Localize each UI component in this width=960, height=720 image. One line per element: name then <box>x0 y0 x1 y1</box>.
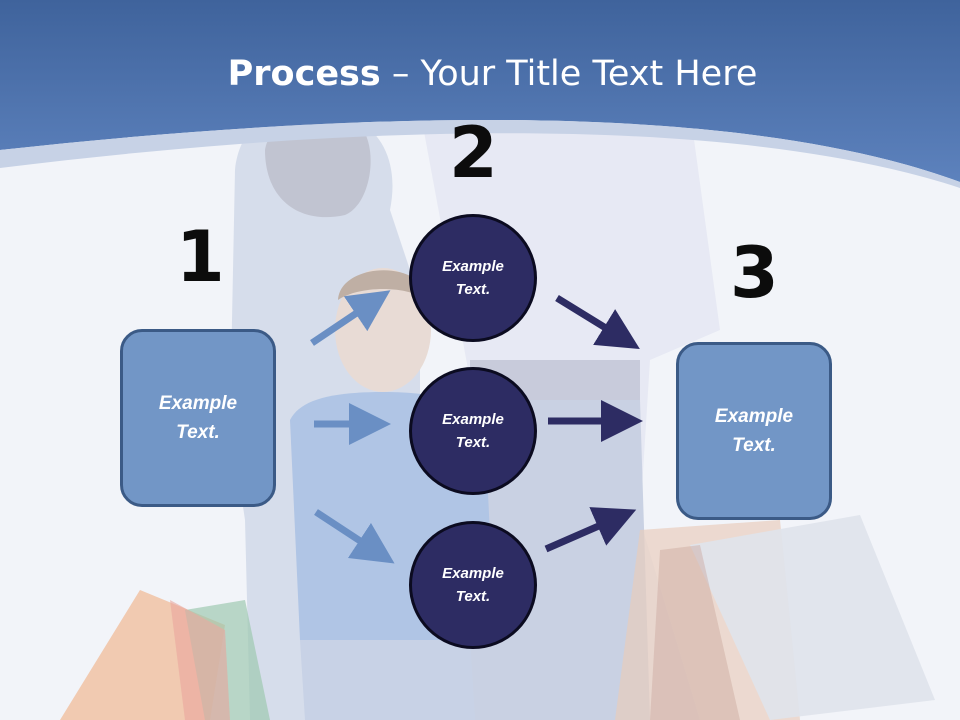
step-number-1: 1 <box>176 216 225 298</box>
arrow-right-icon <box>310 290 391 346</box>
step-2-circle-middle[interactable]: Example Text. <box>409 367 537 495</box>
step-number-2: 2 <box>449 112 498 194</box>
background-photo <box>60 107 935 720</box>
header-band <box>0 0 960 182</box>
circle-top-text: Example Text. <box>442 258 504 298</box>
arrow-right-icon <box>555 295 640 350</box>
step-2-circle-bottom[interactable]: Example Text. <box>409 521 537 649</box>
step-1-text: Example Text. <box>158 393 238 443</box>
arrow-right-icon <box>314 509 395 564</box>
step-3-box[interactable]: Example Text. <box>676 342 832 520</box>
circle-middle-text: Example Text. <box>442 411 504 451</box>
circle-bottom-text: Example Text. <box>442 565 504 605</box>
title-bold: Process <box>227 54 381 94</box>
page-title: Process – Your Title Text Here <box>0 52 960 96</box>
step-3-text: Example Text. <box>714 406 794 456</box>
step-2-circle-top[interactable]: Example Text. <box>409 214 537 342</box>
arrow-right-icon <box>544 507 637 553</box>
title-rest: – Your Title Text Here <box>380 54 758 94</box>
step-number-3: 3 <box>730 232 779 314</box>
step-1-box[interactable]: Example Text. <box>120 329 276 507</box>
header-wave-highlight <box>0 119 960 188</box>
